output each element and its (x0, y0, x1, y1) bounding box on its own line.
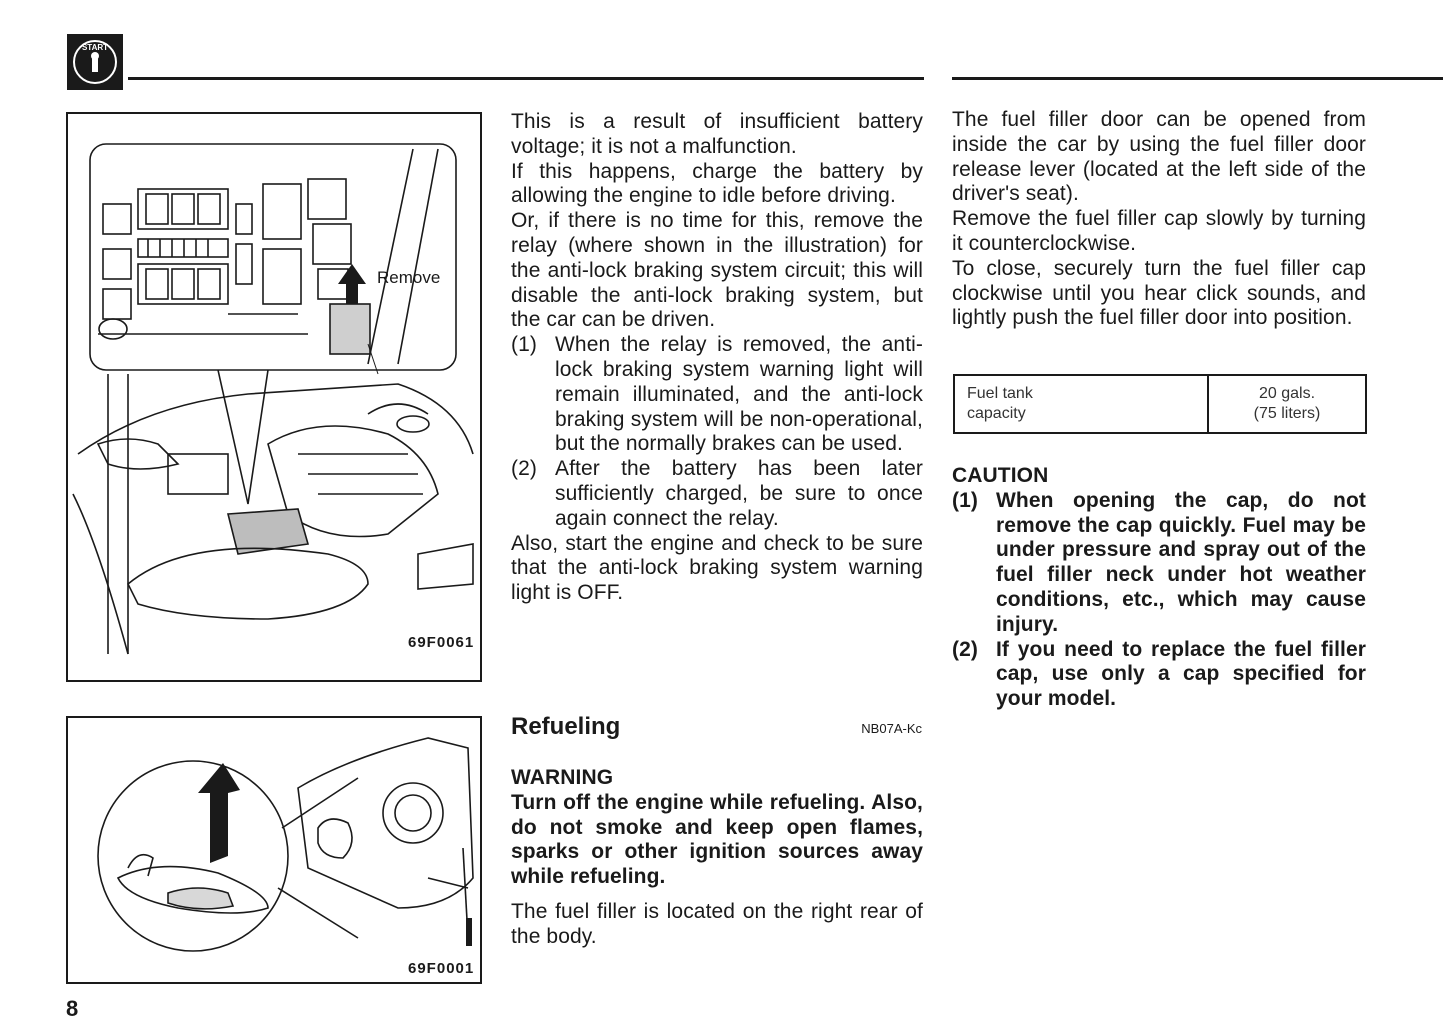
caution-text: When opening the cap, do not remove the … (996, 488, 1366, 636)
fuel-capacity-table: Fuel tank capacity 20 gals. (75 liters) (953, 374, 1367, 434)
warning-title: WARNING (511, 766, 614, 789)
start-key-icon: START (67, 34, 123, 90)
caution-block: CAUTION (1) When opening the cap, do not… (952, 464, 1366, 712)
relay-location-figure: Remove 69F0061 (66, 112, 482, 682)
svg-text:START: START (82, 43, 108, 52)
table-label-line: capacity (967, 405, 1026, 422)
paragraph: If this happens, charge the battery by a… (511, 159, 923, 208)
caution-text: If you need to replace the fuel filler c… (996, 637, 1366, 711)
list-number: (2) (511, 457, 537, 481)
paragraph: To close, securely turn the fuel filler … (952, 256, 1366, 330)
list-text: When the relay is removed, the anti-lock… (555, 333, 923, 456)
warning-text: Turn off the engine while refueling. Als… (511, 790, 923, 889)
caution-number: (2) (952, 637, 978, 661)
page-number: 8 (66, 996, 79, 1021)
header-rule-right (952, 77, 1443, 80)
table-label-cell: Fuel tank capacity (953, 374, 1209, 434)
middle-column: This is a result of insufficient battery… (511, 110, 923, 606)
list-item: (2) After the battery has been later suf… (511, 457, 923, 531)
section-title: Refueling (511, 713, 621, 740)
paragraph: Remove the fuel filler cap slowly by tur… (952, 207, 1366, 255)
paragraph: Or, if there is no time for this, remove… (511, 209, 923, 332)
table-row: Fuel tank capacity 20 gals. (75 liters) (953, 374, 1367, 434)
list-number: (1) (511, 333, 537, 357)
refueling-warning: WARNING Turn off the engine while refuel… (511, 766, 923, 950)
paragraph: The fuel filler is located on the right … (511, 899, 923, 948)
fuel-door-figure: 69F0001 (66, 716, 482, 984)
figure-code: 69F0061 (408, 634, 475, 651)
caution-number: (1) (952, 488, 978, 512)
paragraph: The fuel filler door can be opened from … (952, 108, 1366, 206)
list-item: (1) When the relay is removed, the anti-… (511, 333, 923, 457)
paragraph: This is a result of insufficient battery… (511, 110, 923, 158)
figure-code: 69F0001 (408, 960, 475, 977)
right-column: The fuel filler door can be opened from … (952, 108, 1366, 331)
caution-item: (1) When opening the cap, do not remove … (952, 489, 1366, 638)
table-value-cell: 20 gals. (75 liters) (1207, 374, 1367, 434)
table-value-line: (75 liters) (1253, 405, 1321, 422)
table-value-line: 20 gals. (1258, 385, 1316, 402)
remove-callout-label: Remove (377, 268, 441, 287)
list-continuation: Also, start the engine and check to be s… (511, 531, 923, 605)
header-rule-left (128, 77, 924, 80)
caution-item: (2) If you need to replace the fuel fill… (952, 638, 1366, 712)
table-label-line: Fuel tank (967, 385, 1033, 402)
section-code: NB07A-Kc (861, 721, 922, 736)
caution-title: CAUTION (952, 464, 1049, 487)
list-text: After the battery has been later suffici… (555, 457, 923, 530)
